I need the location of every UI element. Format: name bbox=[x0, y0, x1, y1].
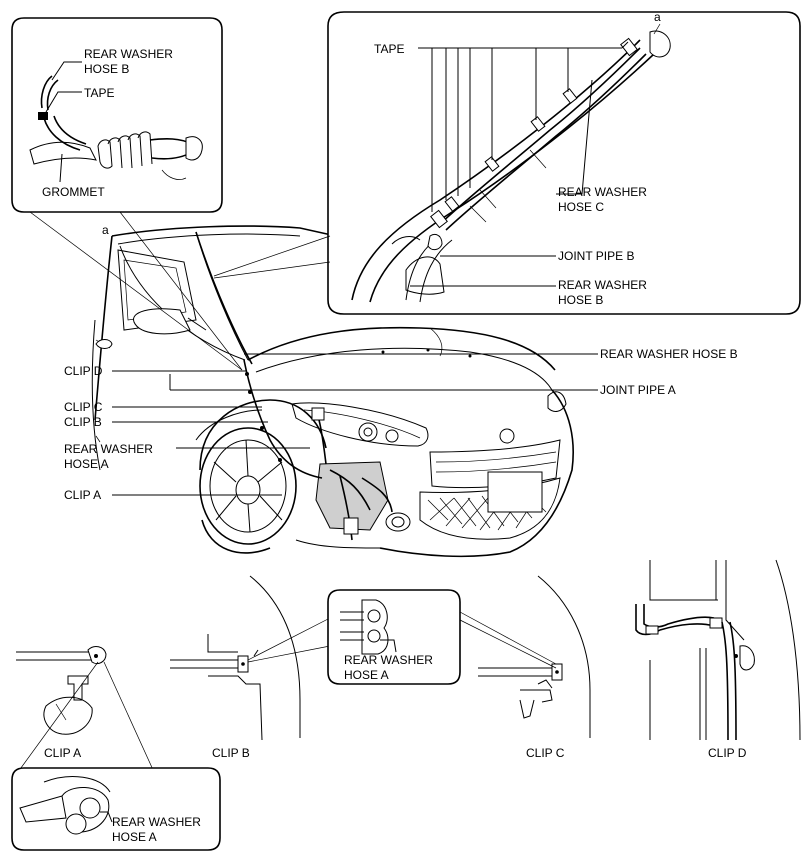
grommet-inset-grommet-label: GROMMET bbox=[42, 185, 105, 199]
grommet-inset-tape-label: TAPE bbox=[84, 86, 114, 100]
clip-b-inset: REAR WASHER HOSE A bbox=[327, 589, 461, 685]
main-clip-d-label: CLIP D bbox=[64, 364, 103, 378]
main-clip-b-label: CLIP B bbox=[64, 415, 102, 429]
grommet-inset-hose-b-label-line2: HOSE B bbox=[84, 62, 129, 76]
clip-c-view: CLIP C bbox=[459, 575, 591, 760]
pillar-inset-hose-b-label-line1: REAR WASHER bbox=[558, 278, 647, 292]
main-joint-pipe-a-label: JOINT PIPE A bbox=[600, 383, 676, 397]
clip-c-view-label: CLIP C bbox=[526, 746, 565, 760]
clip-d-view: CLIP D bbox=[635, 559, 801, 760]
pillar-inset-hose-c-label-line1: REAR WASHER bbox=[558, 185, 647, 199]
car-illustration bbox=[91, 225, 574, 558]
clip-a-inset: REAR WASHER HOSE A bbox=[11, 767, 221, 851]
clip-d-view-label: CLIP D bbox=[708, 746, 747, 760]
pillar-inset-tape-label: TAPE bbox=[374, 42, 404, 56]
main-clip-a-label: CLIP A bbox=[64, 488, 101, 502]
clip-b-inset-hose-label-line2: HOSE A bbox=[344, 668, 389, 682]
grommet-inset: REAR WASHER HOSE B TAPE GROMMET bbox=[11, 17, 243, 371]
main-clip-c-label: CLIP C bbox=[64, 400, 103, 414]
pillar-inset-hose-b-label-line2: HOSE B bbox=[558, 293, 603, 307]
main-hose-b-label: REAR WASHER HOSE B bbox=[600, 347, 738, 361]
clip-a-view-label: CLIP A bbox=[44, 746, 81, 760]
clip-b-view: CLIP B bbox=[170, 575, 331, 760]
main-ref-a: a bbox=[102, 223, 109, 237]
clip-a-inset-hose-label-line2: HOSE A bbox=[112, 830, 157, 844]
main-hose-a-label-line1: REAR WASHER bbox=[64, 442, 153, 456]
pillar-inset-hose-c-label-line2: HOSE C bbox=[558, 200, 604, 214]
pillar-inset-joint-pipe-b-label: JOINT PIPE B bbox=[558, 249, 634, 263]
main-hose-a-label-line2: HOSE A bbox=[64, 457, 109, 471]
main-view-labels: a CLIP D CLIP C CLIP B REAR WASHER HOSE … bbox=[64, 223, 738, 502]
grommet-inset-hose-b-label-line1: REAR WASHER bbox=[84, 47, 173, 61]
pillar-inset: a TAPE REAR WASHER HOSE C JOINT PIPE B R… bbox=[213, 10, 801, 315]
clip-b-view-label: CLIP B bbox=[212, 746, 250, 760]
clip-a-inset-hose-label-line1: REAR WASHER bbox=[112, 815, 201, 829]
pillar-inset-ref-a: a bbox=[654, 10, 661, 24]
clip-b-inset-hose-label-line1: REAR WASHER bbox=[344, 653, 433, 667]
clip-a-view: CLIP A bbox=[16, 646, 155, 773]
